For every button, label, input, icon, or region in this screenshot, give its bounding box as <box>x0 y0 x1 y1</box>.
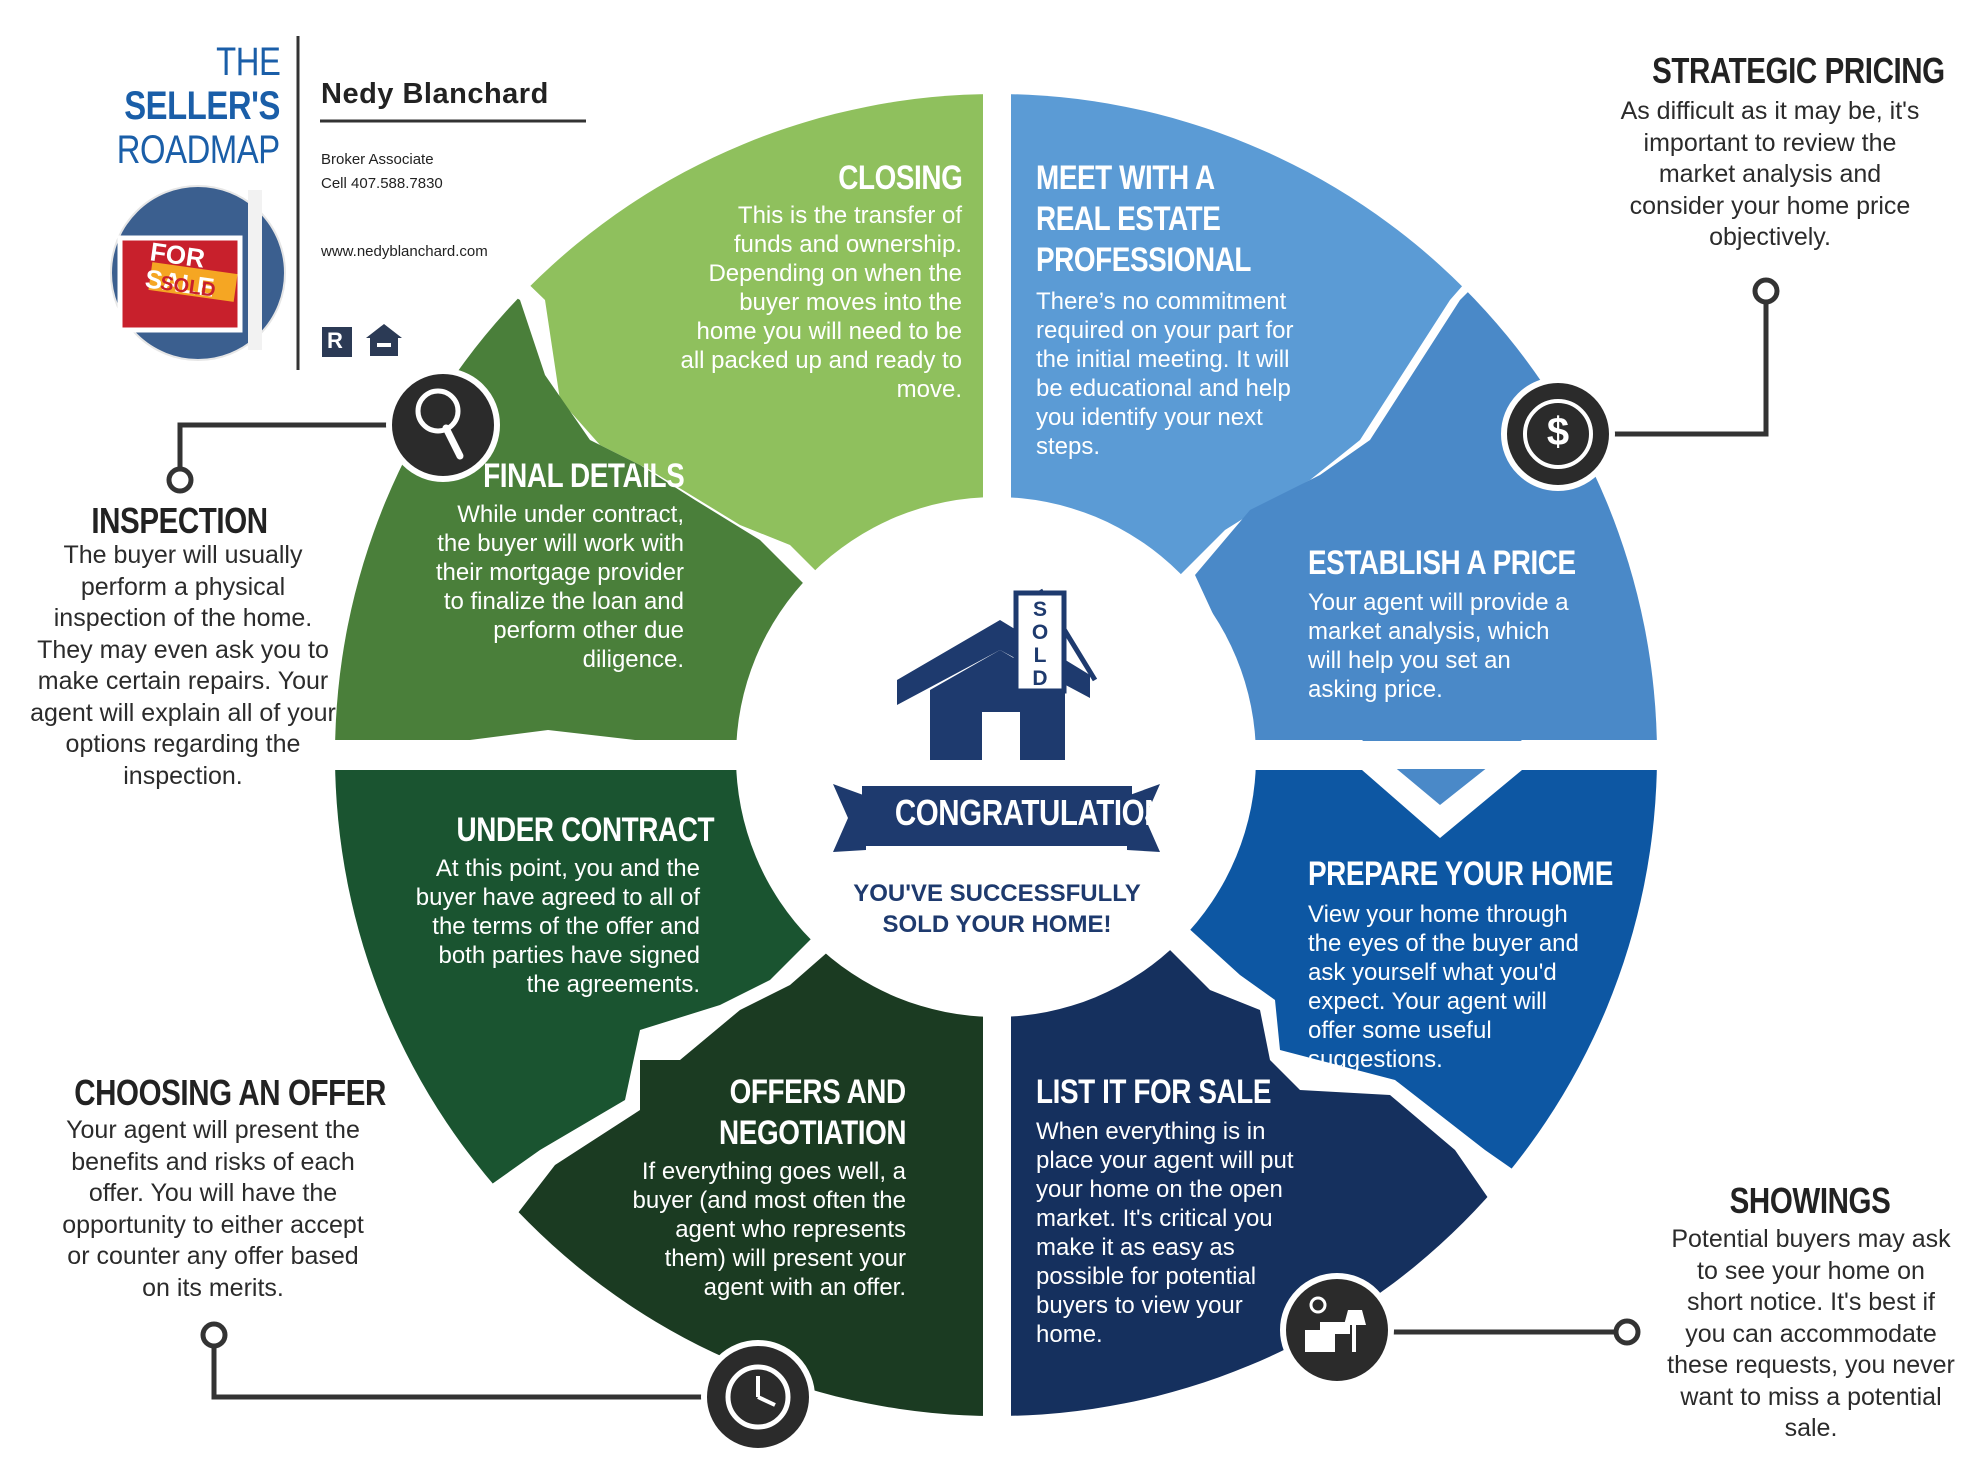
prepare-body: View your home through the eyes of the b… <box>1308 901 1579 1073</box>
meet-title-2: REAL ESTATE <box>1036 200 1221 238</box>
dollar-icon <box>1501 377 1615 491</box>
for-sale-sign-photo <box>110 185 286 361</box>
offers-body: If everything goes well, a buyer (and mo… <box>632 1158 907 1301</box>
magnifier-icon <box>386 368 500 482</box>
house-sign-text: SOLD <box>1031 598 1049 690</box>
sold-house-icon <box>897 588 1098 760</box>
offers-title-2: NEGOTIATION <box>718 1114 906 1152</box>
closing-body: This is the transfer of funds and owners… <box>680 202 962 403</box>
prepare-title: PREPARE YOUR HOME <box>1308 855 1613 893</box>
inspection-body: The buyer will usually perform a physica… <box>30 541 336 790</box>
center-message-2: SOLD YOUR HOME! <box>882 911 1112 938</box>
final-title: FINAL DETAILS <box>482 457 685 495</box>
brand-line-3: ROADMAP <box>117 128 280 172</box>
realtor-r: R <box>327 328 343 353</box>
meet-title-1: MEET WITH A <box>1036 159 1215 197</box>
showings-body: Potential buyers may ask to see your hom… <box>1667 1225 1955 1442</box>
choosing-body: Your agent will present the benefits and… <box>62 1116 364 1302</box>
clock-icon <box>701 1340 815 1454</box>
list-body: When everything is in place your agent w… <box>1036 1118 1294 1348</box>
congratulations-banner <box>833 784 1160 852</box>
choosing-title: CHOOSING AN OFFER <box>74 1072 386 1113</box>
center-message-1: YOU'VE SUCCESSFULLY <box>853 880 1141 907</box>
offers-title-1: OFFERS AND <box>729 1073 907 1111</box>
price-title: ESTABLISH A PRICE <box>1308 544 1576 582</box>
meet-body: There’s no commitment required on your p… <box>1036 288 1294 460</box>
agent-website[interactable]: www.nedyblanchard.com <box>321 243 488 260</box>
meet-title-3: PROFESSIONAL <box>1036 241 1252 279</box>
contract-body: At this point, you and the buyer have ag… <box>415 855 700 998</box>
banner-text: CONGRATULATIONS! <box>894 792 1194 833</box>
price-body: Your agent will provide a market analysi… <box>1308 589 1569 703</box>
dollar-glyph: $ <box>1546 410 1570 454</box>
agent-phone: Cell 407.588.7830 <box>321 175 443 192</box>
brand-line-2: SELLER'S <box>124 84 280 128</box>
furniture-icon <box>1280 1273 1394 1387</box>
strategic-title: STRATEGIC PRICING <box>1652 50 1945 91</box>
contract-title: UNDER CONTRACT <box>456 811 715 849</box>
realtor-logo <box>322 327 352 357</box>
brand-line-1: THE <box>215 40 281 84</box>
strategic-body: As difficult as it may be, it's importan… <box>1620 97 1920 251</box>
equal-housing-logo <box>366 324 402 356</box>
center-disc <box>736 497 1256 1017</box>
inspection-title: INSPECTION <box>91 500 269 541</box>
list-title: LIST IT FOR SALE <box>1036 1073 1272 1111</box>
final-body: While under contract, the buyer will wor… <box>435 501 684 673</box>
agent-title: Broker Associate <box>321 151 434 168</box>
agent-name: Nedy Blanchard <box>321 78 549 110</box>
closing-title: CLOSING <box>837 159 963 197</box>
showings-title: SHOWINGS <box>1729 1180 1891 1221</box>
